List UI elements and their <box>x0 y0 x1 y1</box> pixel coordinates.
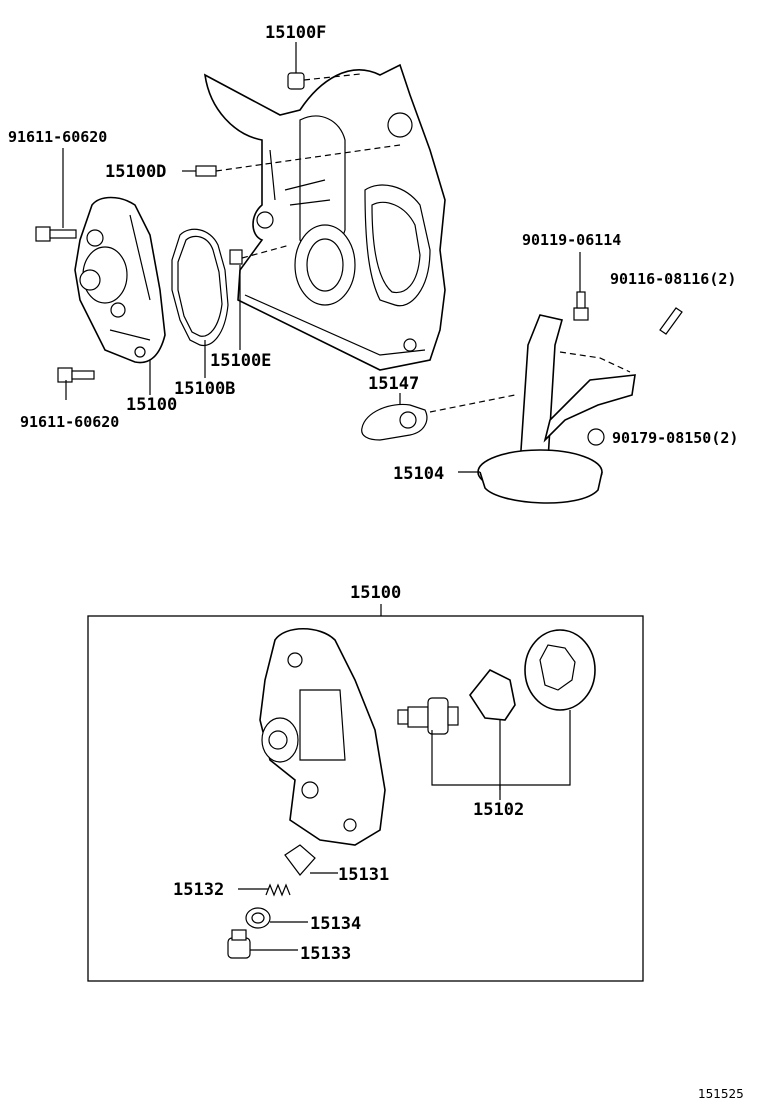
driven-rotor <box>524 629 596 711</box>
strainer-15104 <box>477 314 636 504</box>
timing-cover <box>203 63 446 371</box>
label-15100F: 15100F <box>265 23 326 43</box>
label-15100D: 15100D <box>105 162 166 182</box>
bolt-91611-bottom <box>57 367 95 383</box>
pin-15100E <box>229 249 243 265</box>
label-15102: 15102 <box>473 800 524 820</box>
label-91611-bottom: 91611-60620 <box>20 413 119 431</box>
label-15147: 15147 <box>368 374 419 394</box>
label-15100B: 15100B <box>174 379 235 399</box>
plug-15133 <box>227 929 251 959</box>
nut-15100F <box>287 72 305 90</box>
washer-15134 <box>245 907 271 929</box>
bolt-90119 <box>573 291 589 321</box>
label-15100E: 15100E <box>210 351 271 371</box>
label-90119: 90119-06114 <box>522 231 621 249</box>
oil-pump-body-detail <box>259 628 386 846</box>
label-15134: 15134 <box>310 914 361 934</box>
figure-number: 151525 <box>698 1087 744 1101</box>
spring-15132 <box>265 883 291 897</box>
label-90116: 90116-08116(2) <box>610 270 736 288</box>
gasket-15147 <box>361 403 428 441</box>
oil-pump-body-upper <box>74 196 166 364</box>
detail-box-title: 15100 <box>350 583 401 603</box>
label-15104: 15104 <box>393 464 444 484</box>
relief-valve-15131 <box>284 844 316 876</box>
label-15100-upper: 15100 <box>126 395 177 415</box>
nut-90179 <box>587 428 605 446</box>
label-15133: 15133 <box>300 944 351 964</box>
gasket-15100B <box>171 228 229 346</box>
detail-box-frame <box>87 615 644 982</box>
pin-15100D <box>195 165 217 177</box>
rotor-shaft <box>397 697 459 735</box>
label-15131: 15131 <box>338 865 389 885</box>
bolt-91611-top <box>35 226 77 242</box>
drive-rotor <box>469 668 516 721</box>
label-90179: 90179-08150(2) <box>612 429 738 447</box>
label-91611-top: 91611-60620 <box>8 128 107 146</box>
label-15132: 15132 <box>173 880 224 900</box>
stud-90116 <box>659 307 683 335</box>
